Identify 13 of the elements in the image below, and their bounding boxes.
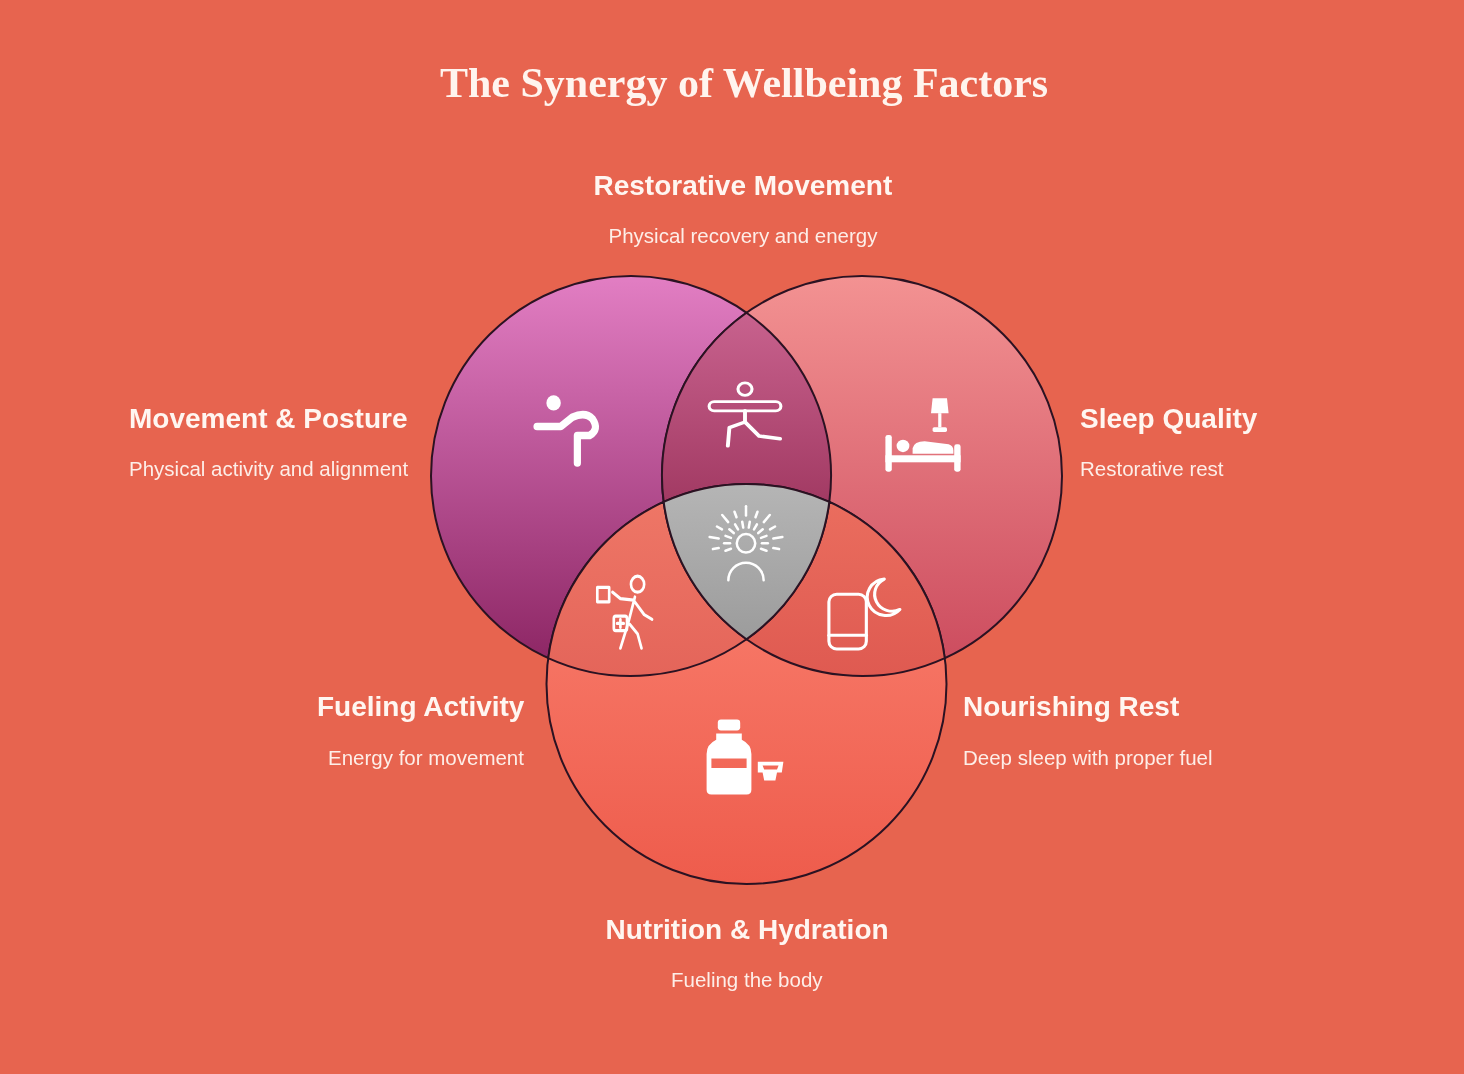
circle-heading: Nutrition & Hydration: [605, 913, 889, 947]
overlap-description: Deep sleep with proper fuel: [963, 745, 1213, 771]
circle-description: Physical activity and alignment: [129, 456, 409, 482]
overlap-heading: Restorative Movement: [593, 169, 893, 203]
overlap-heading: Fueling Activity: [317, 690, 525, 724]
circle-heading: Sleep Quality: [1080, 402, 1258, 436]
overlap-description: Physical recovery and energy: [608, 223, 878, 249]
circle-description: Restorative rest: [1080, 456, 1224, 482]
diagram-title: The Synergy of Wellbeing Factors: [440, 59, 1049, 108]
overlap-description: Energy for movement: [328, 745, 524, 771]
circle-heading: Movement & Posture: [129, 402, 408, 436]
overlap-heading: Nourishing Rest: [963, 690, 1180, 724]
circle-description: Fueling the body: [671, 967, 823, 993]
